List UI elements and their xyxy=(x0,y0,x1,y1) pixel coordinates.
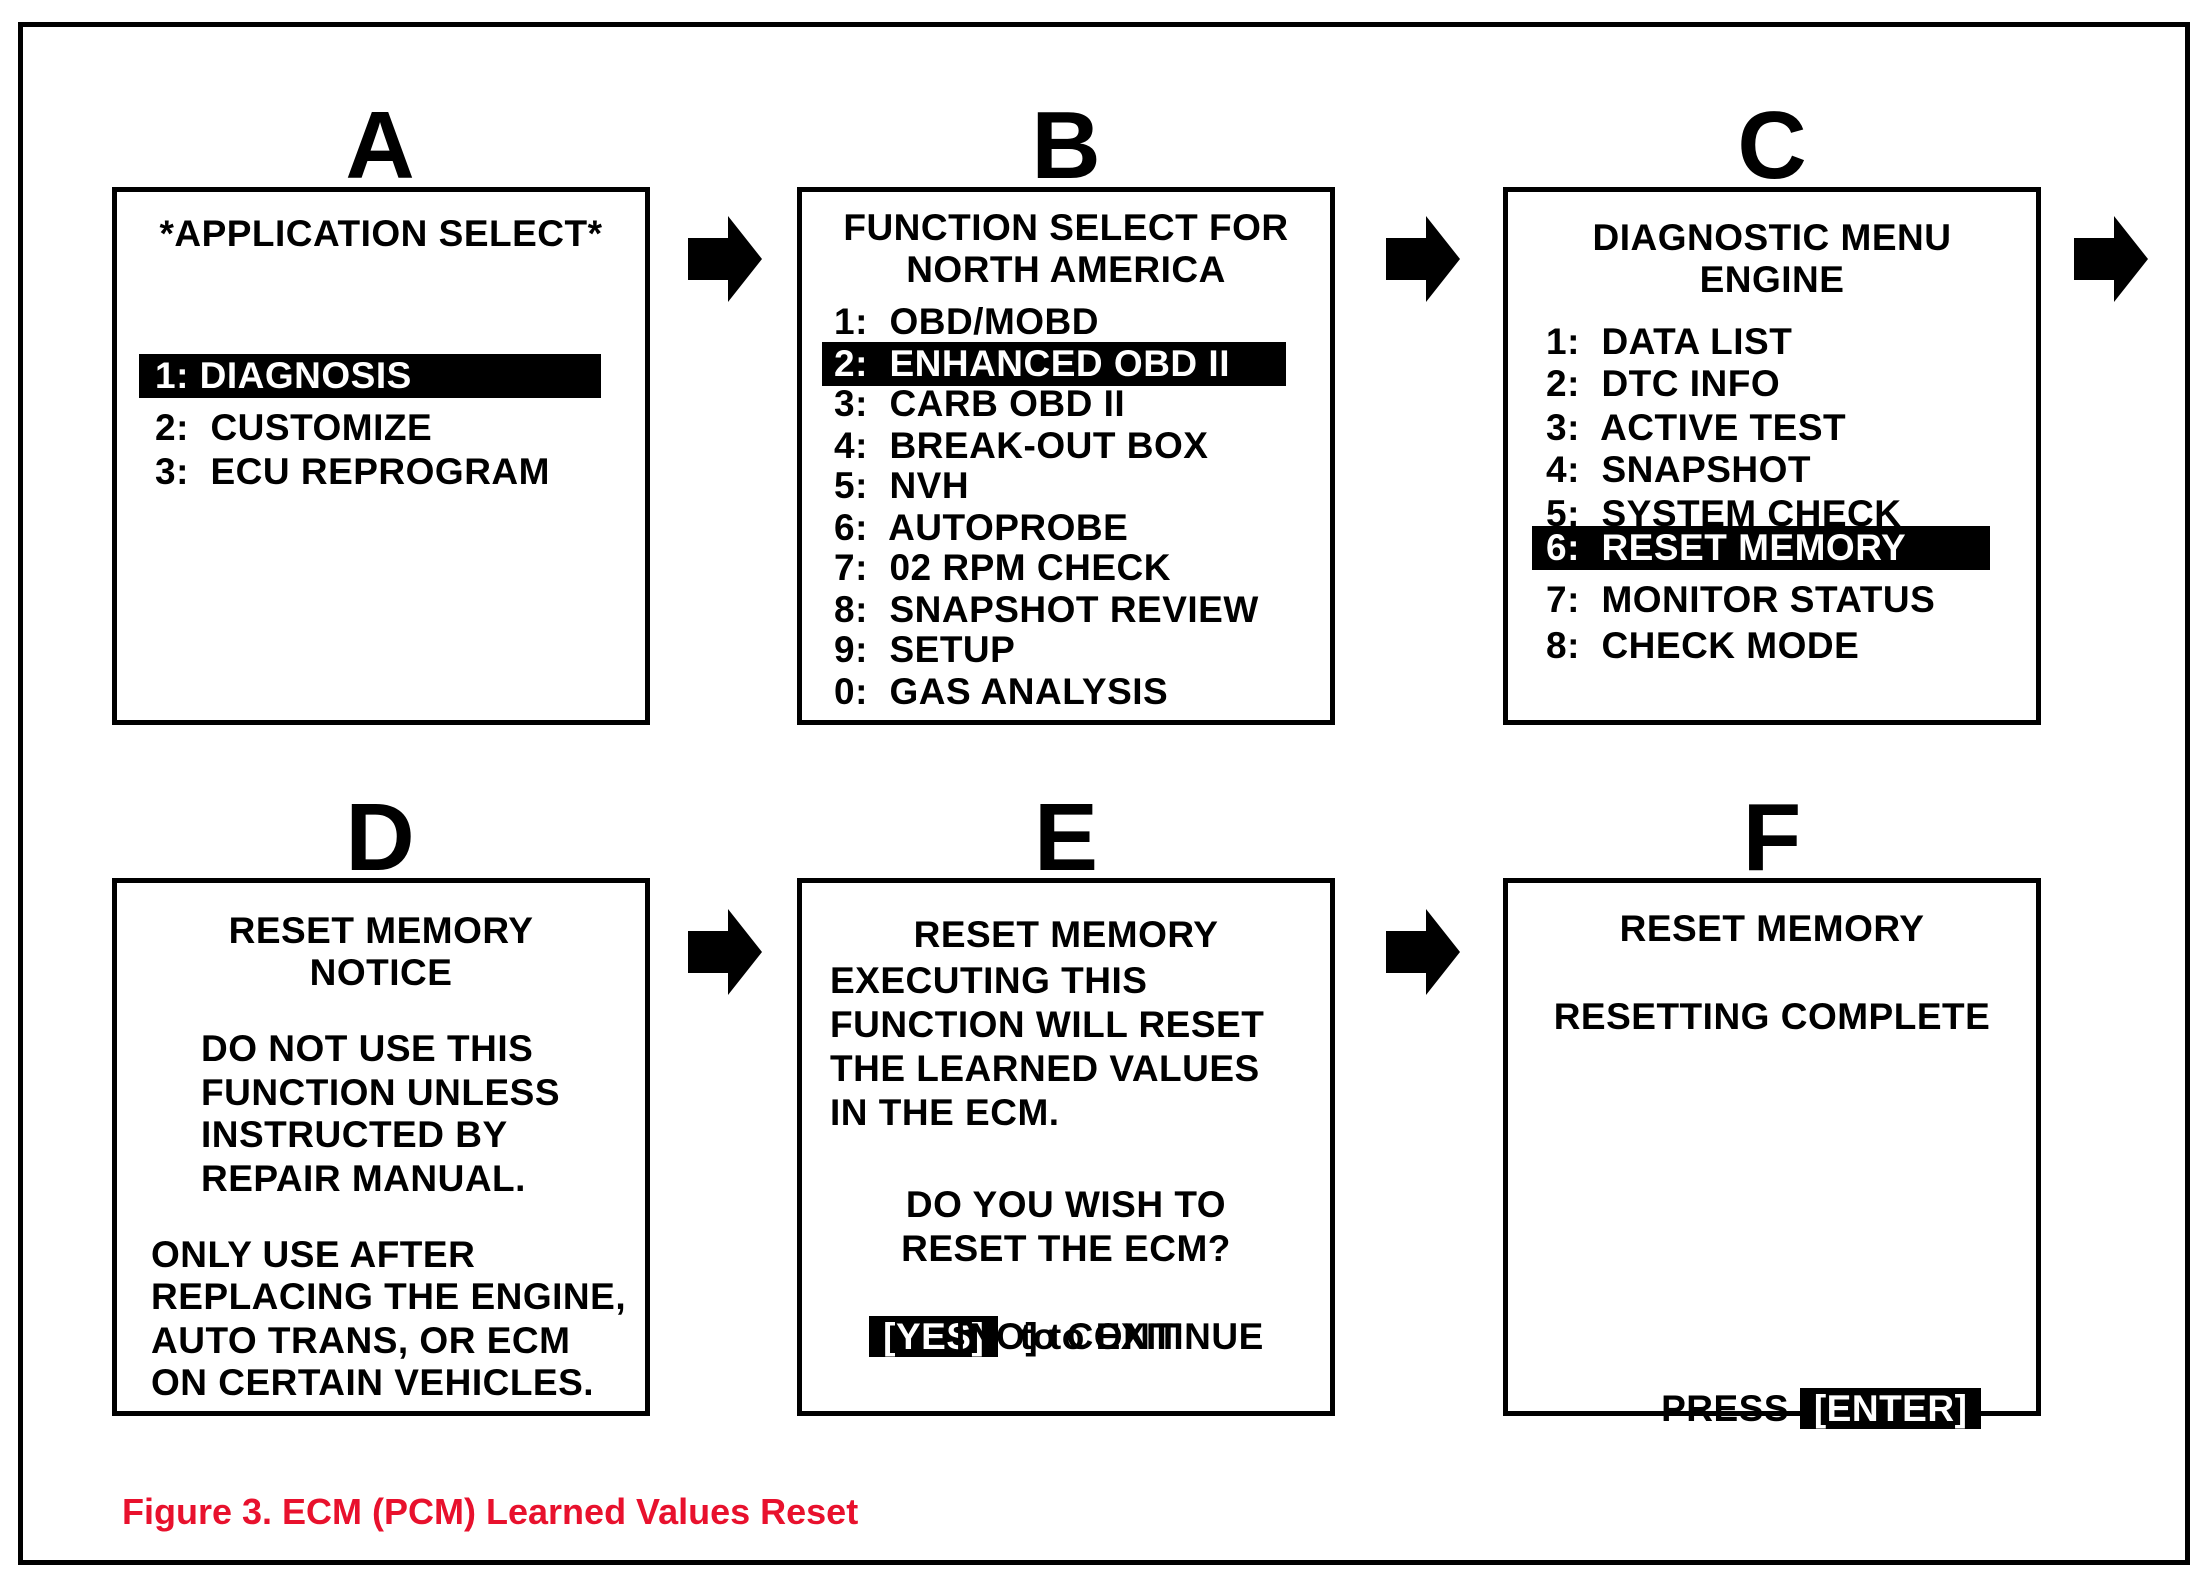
menu-item-dtc-info[interactable]: 2: DTC INFO xyxy=(1546,363,1781,404)
notice-text: ONLY USE AFTER xyxy=(151,1234,476,1275)
question-text: RESET THE ECM? xyxy=(901,1228,1231,1269)
panel-c-title-line1: DIAGNOSTIC MENU xyxy=(1592,217,1952,258)
menu-item-02-rpm-check[interactable]: 7: 02 RPM CHECK xyxy=(834,547,1171,588)
press-enter-row: PRESS [ENTER] xyxy=(1618,1343,1982,1475)
menu-item-check-mode[interactable]: 8: CHECK MODE xyxy=(1546,625,1860,666)
panel-f-title: RESET MEMORY xyxy=(1619,908,1925,949)
panel-e-reset-confirm: RESET MEMORY EXECUTING THIS FUNCTION WIL… xyxy=(797,878,1335,1416)
menu-item-active-test[interactable]: 3: ACTIVE TEST xyxy=(1546,407,1847,448)
panel-letter-b: B xyxy=(1031,92,1101,199)
menu-item-nvh[interactable]: 5: NVH xyxy=(834,465,970,506)
panel-d-reset-memory-notice: RESET MEMORY NOTICE DO NOT USE THIS FUNC… xyxy=(112,878,650,1416)
enter-button[interactable]: [ENTER] xyxy=(1799,1388,1982,1429)
panel-b-title-line1: FUNCTION SELECT FOR xyxy=(843,207,1289,248)
menu-item-data-list[interactable]: 1: DATA LIST xyxy=(1546,321,1793,362)
menu-item-snapshot[interactable]: 4: SNAPSHOT xyxy=(1546,449,1812,490)
panel-letter-a: A xyxy=(345,92,415,199)
notice-text: FUNCTION UNLESS xyxy=(201,1072,560,1113)
menu-item-diagnosis-selected[interactable]: 1: DIAGNOSIS xyxy=(139,354,601,398)
press-label: PRESS xyxy=(1661,1388,1790,1429)
menu-item-break-out-box[interactable]: 4: BREAK-OUT BOX xyxy=(834,425,1209,466)
notice-text: REPAIR MANUAL. xyxy=(201,1158,526,1199)
yes-option-row: [YES] to CONTINUE xyxy=(826,1271,1264,1403)
confirm-text: THE LEARNED VALUES xyxy=(830,1048,1260,1089)
arrow-right-icon xyxy=(688,216,762,302)
notice-text: DO NOT USE THIS xyxy=(201,1028,534,1069)
menu-item-ecu-reprogram[interactable]: 3: ECU REPROGRAM xyxy=(155,451,550,492)
status-text: RESETTING COMPLETE xyxy=(1553,996,1991,1037)
arrow-right-icon xyxy=(1386,216,1460,302)
panel-f-reset-complete: RESET MEMORY RESETTING COMPLETE PRESS [E… xyxy=(1503,878,2041,1429)
notice-text: AUTO TRANS, OR ECM xyxy=(151,1320,571,1361)
menu-item-monitor-status[interactable]: 7: MONITOR STATUS xyxy=(1546,579,1936,620)
menu-item-gas-analysis[interactable]: 0: GAS ANALYSIS xyxy=(834,671,1169,712)
confirm-text: FUNCTION WILL RESET xyxy=(830,1004,1265,1045)
notice-text: INSTRUCTED BY xyxy=(201,1114,508,1155)
panel-b-function-select: FUNCTION SELECT FOR NORTH AMERICA 1: OBD… xyxy=(797,187,1335,725)
panel-d-title-line1: RESET MEMORY xyxy=(228,910,534,951)
arrow-right-icon xyxy=(1386,909,1460,995)
panel-letter-c: C xyxy=(1737,92,1807,199)
panel-letter-e: E xyxy=(1033,784,1099,891)
menu-item-autoprobe[interactable]: 6: AUTOPROBE xyxy=(834,507,1129,548)
panel-a-title: *APPLICATION SELECT* xyxy=(159,213,603,254)
confirm-text: EXECUTING THIS xyxy=(830,960,1148,1001)
confirm-text: IN THE ECM. xyxy=(830,1092,1060,1133)
panel-b-title-line2: NORTH AMERICA xyxy=(906,249,1226,290)
question-text: DO YOU WISH TO xyxy=(905,1184,1227,1225)
menu-item-snapshot-review[interactable]: 8: SNAPSHOT REVIEW xyxy=(834,589,1259,630)
yes-option-text: to CONTINUE xyxy=(1019,1316,1264,1357)
menu-item-carb-obd[interactable]: 3: CARB OBD II xyxy=(834,383,1126,424)
panel-c-diagnostic-menu: DIAGNOSTIC MENU ENGINE 1: DATA LIST 2: D… xyxy=(1503,187,2041,725)
figure-frame xyxy=(18,22,2190,1565)
yes-button[interactable]: [YES] xyxy=(869,1316,999,1357)
panel-letter-d: D xyxy=(345,784,415,891)
panel-d-title-line2: NOTICE xyxy=(309,952,453,993)
menu-item-customize[interactable]: 2: CUSTOMIZE xyxy=(155,407,433,448)
menu-item-enhanced-obd-selected[interactable]: 2: ENHANCED OBD II xyxy=(822,342,1286,386)
arrow-right-icon xyxy=(2074,216,2148,302)
figure-caption: Figure 3. ECM (PCM) Learned Values Reset xyxy=(122,1491,859,1532)
panel-e-title: RESET MEMORY xyxy=(913,914,1219,955)
panel-a-application-select: *APPLICATION SELECT* 1: DIAGNOSIS 2: CUS… xyxy=(112,187,650,725)
notice-text: ON CERTAIN VEHICLES. xyxy=(151,1362,595,1403)
menu-item-setup[interactable]: 9: SETUP xyxy=(834,629,1016,670)
panel-letter-f: F xyxy=(1742,784,1802,891)
no-option-text[interactable]: [NO] to EXIT xyxy=(956,1316,1180,1357)
menu-item-reset-memory-selected[interactable]: 6: RESET MEMORY xyxy=(1532,526,1990,570)
menu-item-obd-mobd[interactable]: 1: OBD/MOBD xyxy=(834,301,1099,342)
arrow-right-icon xyxy=(688,909,762,995)
panel-c-title-line2: ENGINE xyxy=(1699,259,1845,300)
notice-text: REPLACING THE ENGINE, xyxy=(151,1276,627,1317)
